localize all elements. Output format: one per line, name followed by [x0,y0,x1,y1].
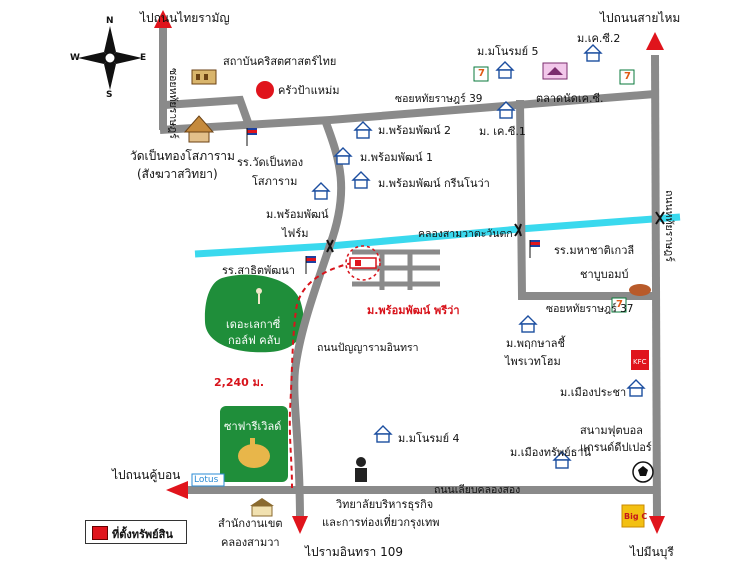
road-thai-raman-top [159,90,656,134]
label-to-sai-mai: ไปถนนสายไหม [600,11,681,25]
compass-e: E [140,53,147,63]
label-m-phromphat-farm-1: ม.พร้อมพัฒน์ [266,208,329,221]
shabu-bowl-icon [629,284,651,296]
label-safari-world: ซาฟารีเวิลด์ [224,420,282,433]
market-icon [542,62,568,80]
label-kfc: KFC [633,358,647,366]
label-m-pruksa-2: ไพรเวทโฮม [505,355,561,368]
label-to-min-buri: ไปมีนบุรี [630,545,674,559]
golfer-icon [256,288,262,304]
label-rr-wat-pen-thong-1: รร.วัดเป็นทอง [237,156,304,169]
route-dashed [288,262,353,489]
label-big-c: Big C [624,512,648,521]
institute-icon [191,69,217,85]
label-m-phromphat-green: ม.พร้อมพัฒน์ กรีนโนว่า [378,177,490,190]
label-rr-mahachat: รร.มหาชาติเกวลี [554,244,635,257]
label-soi-37: ซอยหทัยราษฎร์ 37 [546,303,634,315]
label-m-phromphat-1: ม.พร้อมพัฒน์ 1 [360,151,433,164]
property-circle [345,245,381,281]
legend-swatch [92,526,108,540]
kfc-icon [631,350,649,370]
road-network [159,20,661,521]
label-m-pruksa-1: ม.พฤกษาลชี้ [506,337,565,350]
arrow-down-center [292,516,308,534]
label-soi-thai-raman-vertical: ซอยหทัยราษฎร์ [167,68,179,139]
label-golf-1: เดอะเลกาซี่ [226,318,281,331]
safari-giraffe-icon [238,438,270,468]
label-rr-wat-pen-thong-2: โสภาราม [252,175,298,188]
label-canal: คลองสามวาตะวันตก [418,228,513,240]
road-small-left [164,95,254,130]
label-m-phromphat-2: ม.พร้อมพัฒน์ 2 [378,124,451,137]
label-m-mueang-sap: ม.เมืองทรัพย์ธานี [510,446,592,459]
label-m-phromphat-prew: ม.พร้อมพัฒน์ พรีว่า [367,304,460,317]
temple-icon [183,115,215,143]
prew-site-roads [352,249,440,290]
label-panya-ramintra: ถนนปัญญารามอินทรา [317,342,419,354]
label-stadium-1: สนามฟุตบอล [580,424,643,437]
label-seven-eleven-2: 7 [624,71,631,82]
label-m-kc-2: ม.เค.ซี.2 [577,32,621,45]
legend: ที่ตั้งทรัพย์สิน [85,520,187,544]
property-marker [349,257,377,269]
golf-club-area [204,274,304,353]
road-panya-ramintra [290,118,346,521]
compass-rose-icon [78,26,142,90]
label-m-kc-1: ม. เค.ซี.1 [479,125,526,138]
label-m-manorom-4: ม.มโนรมย์ 4 [398,432,460,445]
label-to-thai-ramanya: ไปถนนไทยรามัญ [140,11,230,25]
label-golf-2: กอล์ฟ คลับ [228,334,281,347]
label-soi-39: ซอยหทัยราษฎร์ 39 [395,93,483,105]
arrow-up-left [154,10,172,28]
road-right-vertical [651,54,661,521]
compass-w: W [70,53,80,63]
label-talad-nad: ตลาดนัดเค.ซี. [536,92,604,105]
big-c-icon [621,504,645,528]
compass-s: S [106,90,113,100]
arrow-down-right [649,516,665,534]
label-hathai-rat-road: ถนนหทัยราษฎร์ [663,190,675,262]
label-seven-eleven-1: 7 [478,68,485,79]
road-soi-37 [516,99,660,300]
school-flag-icons [246,128,540,274]
label-stadium-2: แกรนด์ดีปเปอร์ [580,441,652,454]
restaurant-icon [256,81,274,99]
label-college-1: วิทยาลัยบริหารธุรกิจ [336,498,434,511]
label-liap-khlong-song: ถนนเลียบคลองสอง [434,484,521,496]
label-m-phromphat-farm-2: ไฟร์ม [282,227,309,240]
label-district-office-2: คลองสามวา [221,536,280,549]
arrow-left-bottom [166,481,188,499]
label-to-ram-intra-109: ไปรามอินทรา 109 [305,545,403,559]
direction-arrows [154,10,665,534]
label-district-office-1: สำนักงานเขต [218,517,283,530]
label-to-khu-bon: ไปถนนคู้บอน [112,468,181,482]
label-wat-pen-thong-1: วัดเป็นทองโสภาราม [130,149,235,163]
graduate-icon [355,457,367,482]
seven-eleven-icon [473,66,635,313]
bridge-markers [326,211,665,253]
legend-label: ที่ตั้งทรัพย์สิน [112,528,173,541]
label-chabu: ชาบูบอมบ์ [580,268,629,281]
village-house-icons [311,44,646,469]
compass-n: N [106,16,114,26]
label-college-2: และการท่องเที่ยวกรุงเทพ [322,516,440,529]
district-office-icon [250,498,274,517]
label-krua-pa-maem: ครัวป้าแหม่ม [278,84,340,97]
canal-line [194,213,681,258]
label-thai-christian-institute: สถาบันคริสตศาสตร์ไทย [223,55,337,68]
lotus-icon [191,473,225,487]
label-wat-pen-thong-2: (สังฆวาสวิทยา) [137,167,218,181]
label-lotus: Lotus [194,475,219,485]
label-distance: 2,240 ม. [214,376,265,389]
label-m-mueang-pracha: ม.เมืองประชา [560,386,627,399]
label-rr-sathit: รร.สาธิตพัฒนา [222,264,295,277]
arrow-up-right [646,32,664,50]
label-m-manorom-5: ม.มโนรมย์ 5 [477,45,539,58]
label-seven-eleven-3: 7 [616,299,623,310]
